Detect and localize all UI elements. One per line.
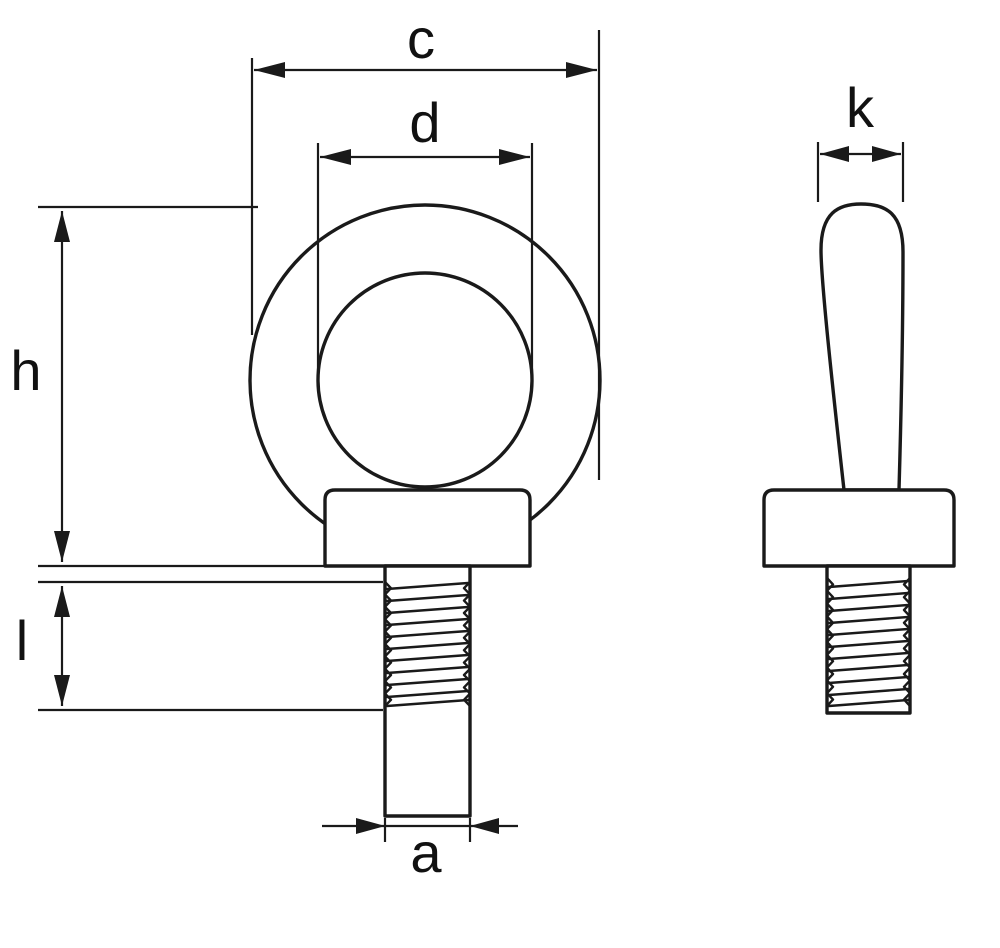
thread-line — [385, 641, 470, 651]
collar-front — [323, 488, 532, 568]
thread-line — [385, 689, 470, 699]
thread-line — [385, 581, 470, 591]
thread-line — [827, 591, 910, 601]
dimensions: c d h l — [10, 7, 905, 884]
arrowhead-left — [820, 146, 849, 162]
thread-line — [385, 665, 470, 675]
eye-side-profile — [819, 202, 905, 492]
thread-line — [385, 617, 470, 627]
dimension-l: l — [16, 580, 383, 712]
dim-label-d: d — [409, 91, 440, 154]
arrowhead-left — [320, 149, 351, 165]
thread-line — [385, 677, 470, 687]
arrowhead-right — [499, 149, 530, 165]
thread-line — [827, 651, 910, 661]
dimension-d: d — [316, 91, 534, 378]
arrowhead-right — [470, 818, 499, 834]
dim-label-c: c — [407, 7, 435, 70]
thread-side — [825, 576, 912, 708]
dim-label-h: h — [10, 339, 41, 402]
eye-ring-inner — [316, 271, 534, 489]
front-view — [248, 203, 602, 818]
thread-front — [383, 580, 472, 708]
dim-label-k: k — [846, 76, 875, 139]
thread-line — [385, 698, 470, 708]
thread-line — [827, 639, 910, 649]
thread-line — [827, 687, 910, 697]
dim-label-l: l — [16, 609, 28, 672]
thread-line — [827, 579, 910, 589]
dimension-c: c — [250, 7, 601, 480]
arrowhead-bottom — [54, 675, 70, 706]
thread-edge-right — [462, 580, 472, 708]
dim-label-a: a — [410, 821, 442, 884]
thread-line — [827, 603, 910, 613]
thread-edge-right — [902, 576, 912, 708]
thread-line — [827, 615, 910, 625]
thread-line — [385, 593, 470, 603]
dimension-a: a — [322, 818, 518, 884]
arrowhead-bottom — [54, 531, 70, 562]
arrowhead-left — [254, 62, 285, 78]
thread-line — [827, 698, 910, 708]
arrowhead-right — [566, 62, 597, 78]
side-view — [762, 202, 956, 715]
arrowhead-right — [872, 146, 901, 162]
collar-side — [762, 488, 956, 568]
thread-line — [385, 653, 470, 663]
thread-line — [385, 629, 470, 639]
arrowhead-left — [356, 818, 385, 834]
dimension-h: h — [10, 205, 332, 568]
thread-line — [827, 663, 910, 673]
shank-side — [825, 564, 912, 715]
thread-line — [827, 627, 910, 637]
thread-line — [827, 675, 910, 685]
arrowhead-top — [54, 211, 70, 242]
arrowhead-top — [54, 586, 70, 617]
dimension-k: k — [816, 76, 905, 202]
thread-line — [385, 605, 470, 615]
